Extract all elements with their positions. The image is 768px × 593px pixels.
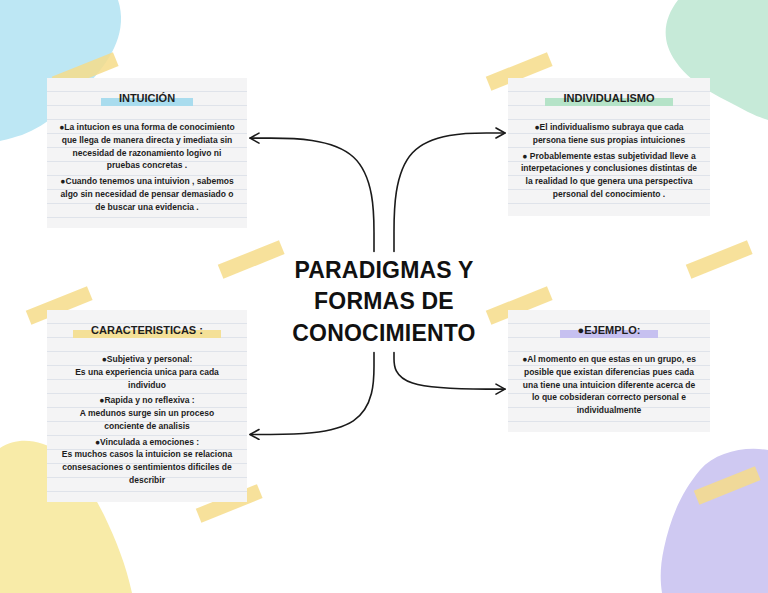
purple-blob xyxy=(661,449,768,593)
note-card: INTUICIÓN ●La intucion es una forma de co… xyxy=(47,78,247,228)
card-heading: INTUICIÓN xyxy=(101,90,193,107)
curved-arrow xyxy=(394,353,505,390)
card-text: Es una experiencia unica para cada indiv… xyxy=(59,366,235,392)
card-text: ●Vinculada a emociones : xyxy=(59,436,235,449)
tape xyxy=(218,240,285,279)
curved-arrow xyxy=(250,138,374,251)
card-text: ●Cuando tenemos una intuivion , sabemos … xyxy=(59,175,235,213)
tape xyxy=(694,466,761,505)
card-text: ●Rapida y no reflexiva : xyxy=(59,394,235,407)
card-text: ● Probablemente estas subjetividad lleve… xyxy=(520,150,698,201)
central-topic: PARADIGMAS Y FORMAS DE CONOCIMIENTO xyxy=(284,255,484,348)
note-card: INDIVIDUALISMO ●El individualismo subraya… xyxy=(508,78,710,216)
card-text: Es muchos casos la intuicion se relacion… xyxy=(59,448,235,486)
curved-arrow xyxy=(250,353,374,435)
card-heading: INDIVIDUALISMO xyxy=(545,90,672,107)
diagram-title: PARADIGMAS Y FORMAS DE CONOCIMIENTO xyxy=(284,255,484,348)
card-text: ●Al momento en que estas en un grupo, es… xyxy=(520,353,698,417)
card-text: ●El individualismo subraya que cada pers… xyxy=(520,121,698,147)
curved-arrow xyxy=(394,133,505,251)
note-card: ●EJEMPLO: ●Al momento en que estas en un … xyxy=(508,310,710,432)
tape xyxy=(686,240,753,279)
card-text: A medunos surge sin un proceso conciente… xyxy=(59,407,235,433)
card-heading: ●EJEMPLO: xyxy=(560,322,659,339)
card-text: ●Subjetiva y personal: xyxy=(59,353,235,366)
note-card: CARACTERISTICAS :●Subjetiva y personal:E… xyxy=(47,310,247,502)
card-heading: CARACTERISTICAS : xyxy=(73,322,221,339)
card-text: ●La intucion es una forma de conocimient… xyxy=(59,121,235,172)
